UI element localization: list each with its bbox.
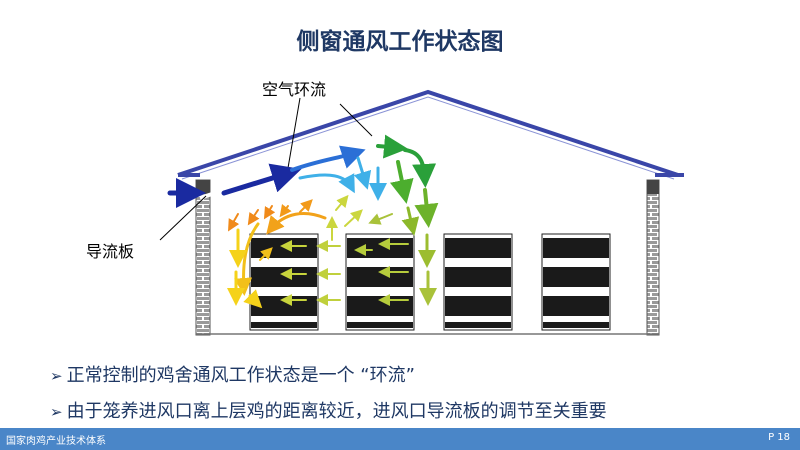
- airflow-leader-line: [287, 97, 301, 169]
- yellow-arrow-7: [259, 247, 273, 261]
- footer-org: 国家肉鸡产业技术体系: [6, 436, 106, 447]
- green-arrow-5: [401, 206, 420, 236]
- yellow-loop-4: [243, 289, 263, 309]
- bullet-text: 由于笼养进风口离上层鸡的距离较近，进风口导流板的调节至关重要: [66, 401, 607, 422]
- page-number: P 18: [768, 432, 790, 443]
- bullet-item: ➢由于笼养进风口离上层鸡的距离较近，进风口导流板的调节至关重要: [50, 394, 607, 430]
- slide-title: 侧窗通风工作状态图: [296, 29, 504, 55]
- bullet-arrow-icon: ➢: [50, 403, 63, 421]
- green-arrow-4: [414, 188, 439, 228]
- bullet-arrow-icon: ➢: [50, 367, 63, 385]
- callout-airflow: 空气环流: [262, 80, 327, 99]
- orange-arrow-2: [247, 209, 260, 226]
- cage-rack-2: [345, 233, 415, 331]
- bullet-item: ➢正常控制的鸡舍通风工作状态是一个 “环流”: [50, 358, 607, 394]
- jet-arrow-dark: [221, 163, 302, 196]
- right-wall: [646, 179, 660, 336]
- jet-arrow-blue: [290, 145, 366, 172]
- cage-rack-3: [443, 233, 513, 331]
- orange-arrow-4: [279, 204, 292, 218]
- airflow-arrows: [167, 134, 439, 309]
- green-arrow-1: [376, 134, 408, 159]
- bullet-list: ➢正常控制的鸡舍通风工作状态是一个 “环流” ➢由于笼养进风口离上层鸡的距离较近…: [50, 358, 607, 430]
- cage-rack-1: [249, 233, 319, 331]
- bullet-text: 正常控制的鸡舍通风工作状态是一个 “环流”: [66, 365, 415, 386]
- airflow-leader-line-2: [339, 103, 373, 137]
- roof: [177, 89, 684, 180]
- yellow-loop-1: [266, 212, 327, 235]
- jet-arrow-cyan-1: [298, 173, 355, 194]
- green-arrow-2: [403, 148, 437, 188]
- footer-bar: 国家肉鸡产业技术体系 P 18: [0, 428, 800, 450]
- aisle-up-2: [335, 194, 349, 211]
- callout-deflector: 导流板: [86, 242, 135, 261]
- jet-arrow-cyan-2: [353, 156, 372, 190]
- orange-arrow-1: [228, 213, 240, 232]
- orange-arrow-5: [299, 199, 313, 213]
- aisle-up-3: [344, 209, 363, 227]
- return-arrow-3: [368, 213, 393, 225]
- green-arrow-3: [390, 160, 414, 204]
- orange-arrow-3: [263, 205, 276, 220]
- cage-rack-4: [541, 233, 611, 331]
